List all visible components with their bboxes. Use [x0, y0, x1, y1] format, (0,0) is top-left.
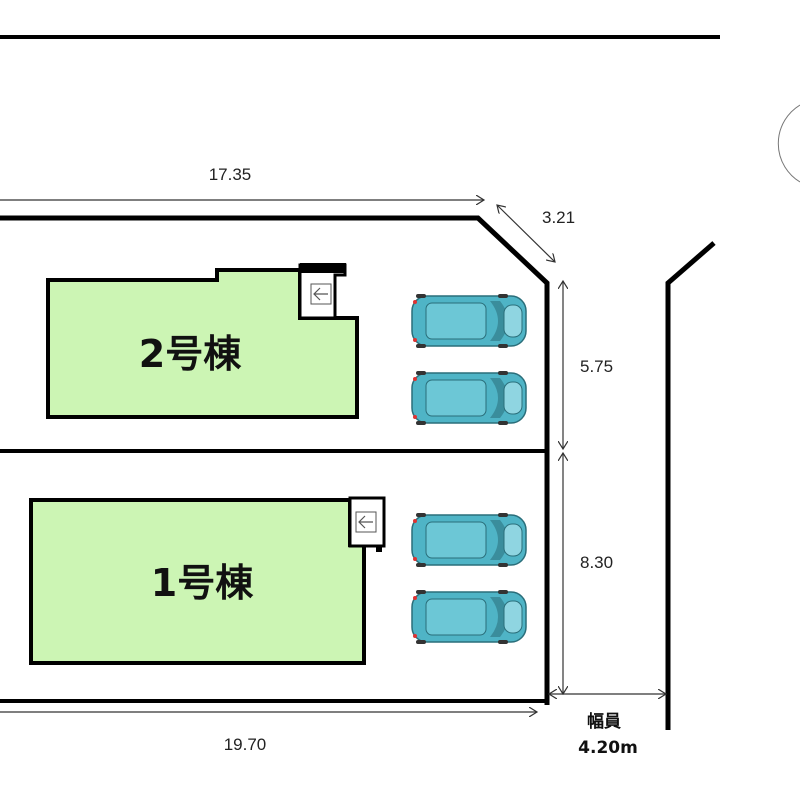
building-2-entrance-canopy: [300, 263, 346, 273]
lower-depth-label: 8.30: [580, 553, 613, 572]
building-1-entrance-post: [376, 546, 382, 552]
road-width-value: 4.20m: [578, 738, 638, 758]
car-icon: [411, 589, 527, 645]
car-icon: [411, 512, 527, 568]
road-width-label: 幅員: [587, 711, 621, 732]
entrance-arrow-icon: [313, 287, 328, 301]
outline-circle: [777, 104, 800, 183]
corner-cut-dimension-line: [497, 205, 555, 262]
top-width-label: 17.35: [209, 165, 252, 184]
road-right-edge: [665, 241, 716, 730]
site-boundary: [0, 215, 550, 705]
corner-cut-label: 3.21: [542, 208, 575, 227]
entrance-arrow-icon: [358, 515, 373, 529]
car-icon: [411, 370, 527, 426]
upper-depth-label: 5.75: [580, 357, 613, 376]
car-icon: [411, 293, 527, 349]
building-1-label: 1号棟: [151, 561, 254, 605]
bottom-width-label: 19.70: [224, 735, 267, 754]
building-2-label: 2号棟: [139, 332, 242, 376]
